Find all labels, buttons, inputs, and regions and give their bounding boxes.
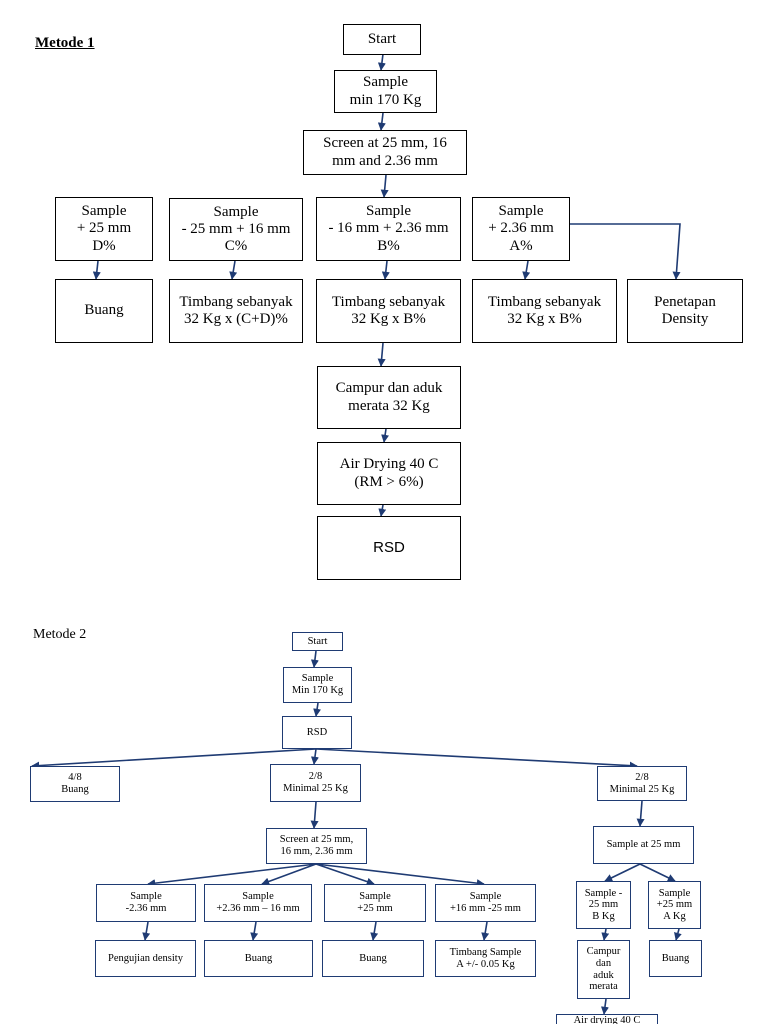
m2-mid-28-box: 2/8 Minimal 25 Kg (270, 764, 361, 802)
arrow2-rsd-mid (310, 748, 319, 765)
m2-start-box: Start (292, 632, 343, 651)
metode2-title: Metode 2 (33, 627, 87, 642)
arrow2-sample25-plus (639, 863, 676, 882)
m2-sample-16-25-box: Sample +16 mm -25 mm (435, 884, 536, 922)
m1-sample-a-box: Sample + 2.36 mm A% (472, 197, 570, 261)
arrow-sample-screen (377, 112, 386, 131)
m2-sample-236-16-box: Sample +2.36 mm – 16 mm (204, 884, 312, 922)
m1-start-box: Start (343, 24, 421, 55)
arrow-timbang-campur (377, 342, 386, 367)
arrow2-right-sample25 (636, 800, 645, 827)
arrow2-rsd-right (315, 748, 638, 770)
m2-sample-plus25-box: Sample +25 mm (324, 884, 426, 922)
arrow2-s2-buang (250, 921, 259, 941)
m2-sample-plus25-right-box: Sample +25 mm A Kg (648, 881, 701, 929)
m1-sample-b-box: Sample - 16 mm + 2.36 mm B% (316, 197, 461, 261)
m2-screen-box: Screen at 25 mm, 16 mm, 2.36 mm (266, 828, 367, 864)
arrow2-s1-pengujian (142, 921, 151, 941)
arrow2-screen-s1 (147, 863, 317, 888)
metode1-title: Metode 1 (35, 35, 95, 51)
arrow2-s4-timbang (481, 921, 490, 941)
m1-sample-d-box: Sample + 25 mm D% (55, 197, 153, 261)
m2-pengujian-box: Pengujian density (95, 940, 196, 977)
arrow2-start-sample (310, 650, 319, 668)
m1-timbang-b-box: Timbang sebanyak 32 Kg x B% (316, 279, 461, 343)
arrow-d-buang (92, 260, 101, 280)
m1-rsd-box: RSD (317, 516, 461, 580)
arrow-a-density (570, 223, 681, 280)
m1-timbang-cd-box: Timbang sebanyak 32 Kg x (C+D)% (169, 279, 303, 343)
m1-density-box: Penetapan Density (627, 279, 743, 343)
arrow-campur-air (381, 428, 390, 443)
m2-buang-c-box: Buang (649, 940, 702, 977)
arrow2-campur-air (600, 998, 609, 1015)
m1-buang-box: Buang (55, 279, 153, 343)
m2-air-drying-box: Air drying 40 C (556, 1014, 658, 1024)
m2-buang-48-box: 4/8 Buang (30, 766, 120, 802)
m2-sample-minus236-box: Sample -2.36 mm (96, 884, 196, 922)
arrow-air-rsd (378, 504, 387, 517)
arrow-screen-sample-b (380, 174, 389, 198)
m2-sample-minus25-box: Sample - 25 mm B Kg (576, 881, 631, 929)
arrow-a-timbang (522, 260, 531, 280)
arrow2-sample25-minus (604, 863, 641, 882)
m2-sample-box: Sample Min 170 Kg (283, 667, 352, 703)
m2-campur-box: Campur dan aduk merata (577, 940, 630, 999)
m2-rsd-box: RSD (282, 716, 352, 749)
m2-buang-b-box: Buang (322, 940, 424, 977)
m1-timbang-b2-box: Timbang sebanyak 32 Kg x B% (472, 279, 617, 343)
arrow2-screen-s3 (315, 863, 375, 886)
arrow2-plus-buang (674, 928, 682, 941)
arrow2-screen-s2 (261, 863, 317, 886)
arrow2-minus-campur (601, 928, 610, 941)
m1-sample-box: Sample min 170 Kg (334, 70, 437, 113)
m1-screen-box: Screen at 25 mm, 16 mm and 2.36 mm (303, 130, 467, 175)
m2-sample-25-box: Sample at 25 mm (593, 826, 694, 864)
arrow2-mid-screen (310, 801, 319, 829)
arrow-start-sample (377, 53, 386, 71)
arrow2-screen-s4 (315, 863, 485, 888)
m1-sample-c-box: Sample - 25 mm + 16 mm C% (169, 198, 303, 261)
m2-buang-a-box: Buang (204, 940, 313, 977)
m2-timbang-box: Timbang Sample A +/- 0.05 Kg (435, 940, 536, 977)
arrow-c-timbang (229, 260, 238, 280)
arrow2-sample-rsd (313, 702, 322, 717)
m1-campur-box: Campur dan aduk merata 32 Kg (317, 366, 461, 429)
m2-right-28-box: 2/8 Minimal 25 Kg (597, 766, 687, 801)
m1-air-drying-box: Air Drying 40 C (RM > 6%) (317, 442, 461, 505)
arrow-b-timbang (381, 260, 390, 280)
arrow2-s3-buang (370, 921, 379, 941)
